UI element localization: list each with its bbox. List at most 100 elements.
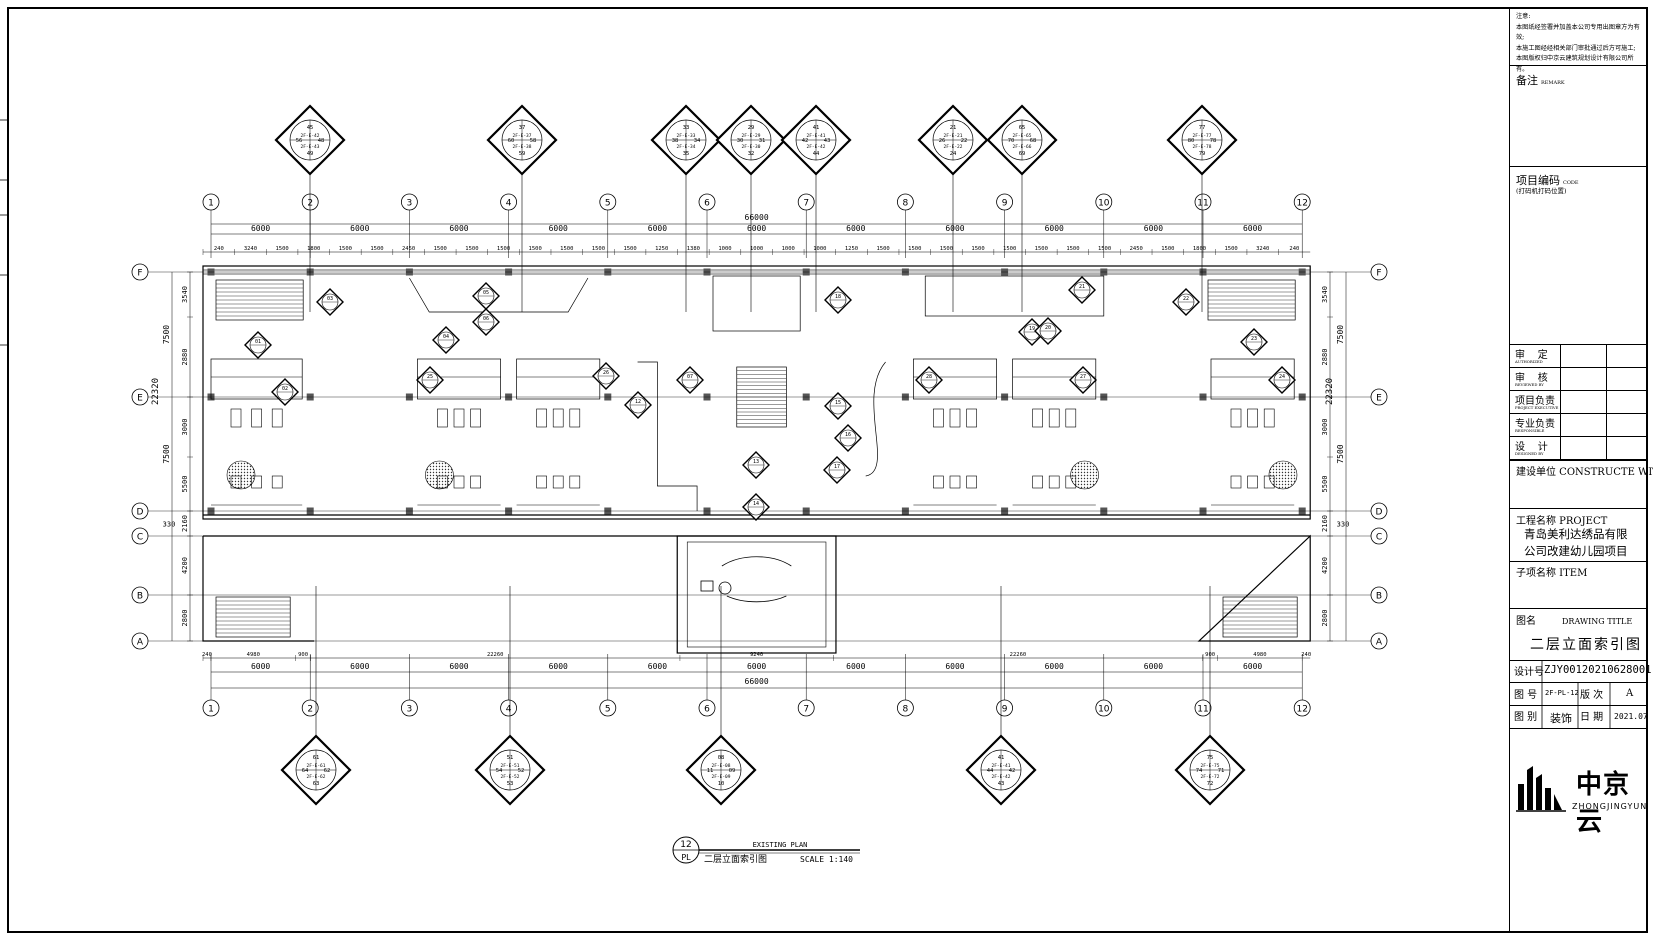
- table: [569, 475, 581, 489]
- detail-dimension: 1800: [307, 246, 320, 252]
- axis-bubble-col: [301, 699, 319, 717]
- axis-label-row: D: [137, 508, 144, 518]
- callout-number: 29: [748, 125, 755, 131]
- callout-ref: 2F-E-41: [992, 763, 1011, 769]
- plan-title-block: 12 PL EXISTING PLAN 二层立面索引图 SCALE 1:140: [672, 836, 860, 865]
- detail-dimension: 240: [1301, 652, 1311, 658]
- round-rug: [226, 460, 256, 490]
- axis-label-col: 10: [1098, 199, 1110, 209]
- table: [933, 408, 944, 428]
- design-no: ZJY00120210628001: [1544, 664, 1652, 676]
- table: [569, 408, 581, 428]
- callout-number: 78: [1210, 138, 1217, 144]
- callout-number: 44: [813, 151, 820, 157]
- detail-dimension: 1000: [718, 246, 731, 252]
- row-total: 7500: [162, 444, 171, 463]
- row-total: 7500: [1336, 444, 1345, 463]
- callout-number: 63: [313, 781, 320, 787]
- callout-ref: 2F-E-75: [1201, 763, 1220, 769]
- detail-dimension: 1000: [750, 246, 763, 252]
- callout-number: 61: [313, 755, 320, 761]
- version-label: 版 次: [1580, 690, 1604, 701]
- callout-number: 70: [1008, 138, 1015, 144]
- table: [1065, 408, 1077, 428]
- small-callout-number: 17: [834, 464, 840, 470]
- room: [924, 275, 1105, 317]
- detail-dimension: 1000: [782, 246, 795, 252]
- category-label: 图 别: [1514, 712, 1538, 723]
- bay-dimension: 6000: [945, 662, 964, 671]
- callout-ref: 2F-E-41: [807, 133, 826, 139]
- axis-bubble-col: [996, 193, 1013, 211]
- callout-number: 33: [683, 125, 690, 131]
- bay-dimension: 6000: [549, 662, 568, 671]
- callout-number: 58: [530, 138, 537, 144]
- axis-label-row: C: [137, 533, 143, 543]
- table: [1230, 408, 1242, 428]
- axis-bubble-col: [797, 193, 815, 211]
- detail-dimension: 1500: [1003, 246, 1016, 252]
- detail-dimension: 2450: [402, 246, 415, 252]
- detail-dimension: 1500: [370, 246, 383, 252]
- bay-dimension: 6000: [350, 224, 369, 233]
- detail-dimension: 240: [214, 246, 224, 252]
- detail-dimension: 1500: [1224, 246, 1237, 252]
- detail-dimension: 1500: [1066, 246, 1079, 252]
- title-block-notes: 注意: 本图纸经签署并加盖本公司专用出图章方为有效; 本施工图经经相关部门审批通…: [1516, 12, 1644, 75]
- overall-dimension: 66000: [745, 213, 769, 222]
- table: [1032, 475, 1043, 489]
- table: [552, 475, 564, 489]
- date-label: 日 期: [1580, 712, 1604, 723]
- detail-dimension: 900: [298, 652, 308, 658]
- axis-bubble-col: [897, 699, 914, 717]
- axis-label-col: 7: [803, 199, 809, 209]
- plan-title-en: EXISTING PLAN: [753, 841, 808, 849]
- row-dimension: 2880: [181, 349, 189, 366]
- axis-bubble-col: [797, 699, 815, 717]
- small-callout-number: 03: [327, 296, 333, 302]
- callout-number: 26: [939, 138, 946, 144]
- title-block-rules: [1541, 660, 1611, 728]
- axis-label-col: 12: [1296, 199, 1307, 209]
- callout-number: 45: [307, 125, 314, 131]
- callout-number: 68: [1030, 138, 1037, 144]
- axis-label-row: E: [1376, 394, 1382, 404]
- callout-ref: 2F-E-22: [944, 144, 963, 150]
- small-callout-number: 05: [483, 290, 489, 296]
- approval-label: 设 计: [1515, 442, 1548, 453]
- project-name: 青岛美利达绣品有限 公司改建幼儿园项目: [1524, 526, 1628, 560]
- table: [230, 408, 242, 428]
- callout-number: 37: [519, 125, 526, 131]
- axis-label-col: 2: [307, 705, 313, 715]
- callout-number: 35: [683, 151, 690, 157]
- callout-number: 32: [748, 151, 755, 157]
- bay-dimension: 6000: [350, 662, 369, 671]
- axis-bubble-col: [897, 193, 914, 211]
- callout-number: 51: [507, 755, 514, 761]
- callout-ref: 2F-E-42: [992, 774, 1011, 780]
- approval-label: 项目负责: [1515, 396, 1555, 407]
- axis-label-col: 5: [605, 705, 611, 715]
- detail-dimension: 4980: [247, 652, 260, 658]
- detail-dimension: 4980: [1253, 652, 1266, 658]
- approval-label-en: REVIEWED BY: [1515, 382, 1544, 387]
- entrance-hall-inner: [686, 541, 827, 648]
- round-rug: [1268, 460, 1298, 490]
- table: [470, 408, 481, 428]
- row-dimension: 2880: [1321, 349, 1329, 366]
- callout-ref: 2F-E-52: [501, 774, 520, 780]
- north-wing-outline: [202, 265, 1311, 520]
- bay-dimension: 6000: [251, 662, 270, 671]
- axis-bubble-col: [698, 193, 716, 211]
- bay-dimension: 6000: [846, 662, 865, 671]
- small-callout-number: 12: [635, 399, 641, 405]
- table: [536, 475, 547, 489]
- bay-dimension: 6000: [747, 224, 766, 233]
- project-name-line-1: 青岛美利达绣品有限: [1524, 527, 1628, 541]
- small-callout-number: 16: [845, 432, 851, 438]
- axis-bubble-col: [500, 699, 518, 717]
